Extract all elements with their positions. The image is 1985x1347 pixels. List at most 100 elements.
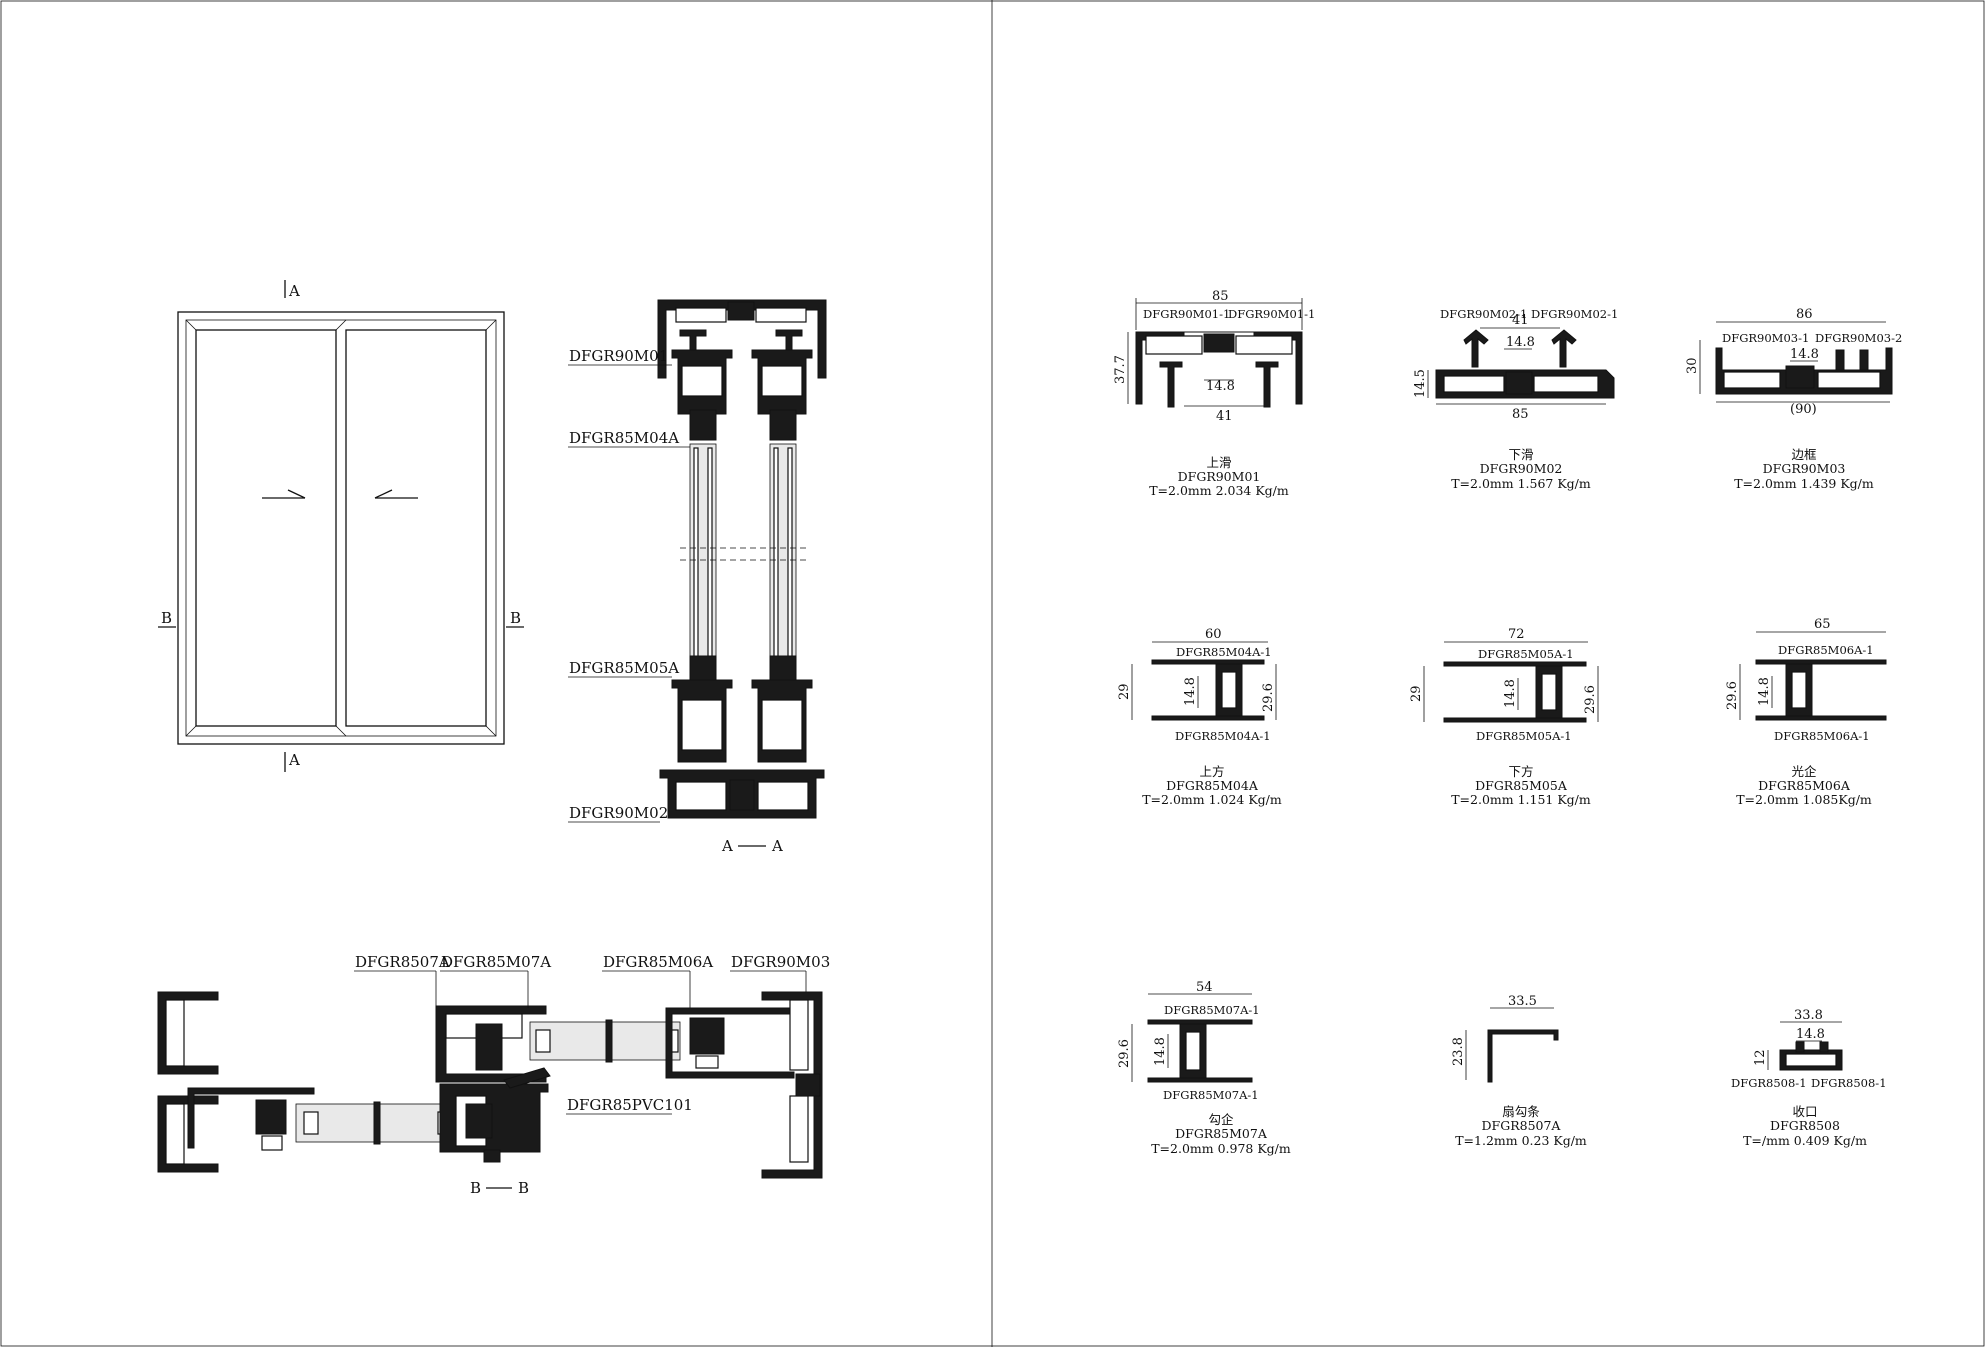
- svg-text:54: 54: [1196, 980, 1213, 995]
- label-dfgr90m01: DFGR90M01: [569, 347, 668, 365]
- window-elevation: A A B B: [158, 280, 524, 772]
- svg-text:勾企: 勾企: [1208, 1112, 1234, 1127]
- svg-text:DFGR8508-1: DFGR8508-1: [1811, 1076, 1887, 1090]
- label-dfgr85m06a: DFGR85M06A: [603, 953, 713, 971]
- svg-text:DFGR85M07A-1: DFGR85M07A-1: [1163, 1088, 1259, 1102]
- svg-text:T=2.0mm 2.034 Kg/m: T=2.0mm 2.034 Kg/m: [1149, 483, 1289, 498]
- svg-text:T=2.0mm 1.439 Kg/m: T=2.0mm 1.439 Kg/m: [1734, 476, 1874, 491]
- svg-text:DFGR85M05A-1: DFGR85M05A-1: [1476, 729, 1572, 743]
- svg-text:下方: 下方: [1508, 764, 1533, 779]
- svg-text:41: 41: [1512, 313, 1529, 328]
- svg-text:DFGR85M05A: DFGR85M05A: [1475, 778, 1568, 793]
- section-mark-b-right: B: [510, 609, 521, 627]
- svg-text:85: 85: [1212, 289, 1229, 304]
- svg-text:DFGR90M01-1: DFGR90M01-1: [1228, 307, 1315, 321]
- label-dfgr90m02: DFGR90M02: [569, 804, 668, 822]
- svg-text:DFGR8508: DFGR8508: [1770, 1118, 1840, 1133]
- svg-text:37.7: 37.7: [1113, 355, 1128, 384]
- svg-text:DFGR85M07A-1: DFGR85M07A-1: [1164, 1003, 1260, 1017]
- label-dfgr8507a: DFGR8507A: [355, 953, 450, 971]
- svg-text:DFGR90M02: DFGR90M02: [1480, 461, 1563, 476]
- svg-text:29: 29: [1117, 683, 1132, 700]
- section-mark-a-bottom: A: [288, 751, 300, 769]
- caption-b1: B: [470, 1179, 481, 1197]
- svg-text:边框: 边框: [1791, 447, 1817, 462]
- svg-text:86: 86: [1796, 307, 1813, 322]
- svg-text:29.6: 29.6: [1583, 685, 1598, 714]
- svg-text:29: 29: [1409, 685, 1424, 702]
- label-dfgr90m03: DFGR90M03: [731, 953, 830, 971]
- svg-text:T=2.0mm 1.151 Kg/m: T=2.0mm 1.151 Kg/m: [1451, 792, 1591, 807]
- svg-text:下滑: 下滑: [1508, 447, 1533, 462]
- label-dfgr85m07a: DFGR85M07A: [441, 953, 551, 971]
- label-dfgr85m04a: DFGR85M04A: [569, 429, 679, 447]
- profile-dfgr90m03: 86 DFGR90M03-1 DFGR90M03-2 14.8 30 (90) …: [1685, 307, 1902, 491]
- svg-text:(90): (90): [1790, 402, 1817, 417]
- svg-text:DFGR85M04A-1: DFGR85M04A-1: [1176, 645, 1272, 659]
- profile-dfgr8508: 33.8 14.8 12 DFGR8508-1 DFGR8508-1 收口 DF…: [1731, 1008, 1887, 1148]
- svg-text:29.6: 29.6: [1261, 683, 1276, 712]
- svg-text:30: 30: [1685, 357, 1700, 374]
- svg-text:41: 41: [1216, 409, 1233, 424]
- svg-text:14.8: 14.8: [1506, 335, 1535, 350]
- svg-text:33.5: 33.5: [1508, 994, 1537, 1009]
- profile-dfgr85m04a: 60 DFGR85M04A-1 29 14.8 29.6 DFGR85M04A-…: [1117, 627, 1282, 807]
- svg-text:14.5: 14.5: [1413, 369, 1428, 398]
- svg-text:DFGR90M03: DFGR90M03: [1763, 461, 1846, 476]
- svg-text:72: 72: [1508, 627, 1525, 642]
- svg-text:14.8: 14.8: [1796, 1027, 1825, 1042]
- svg-text:14.8: 14.8: [1206, 379, 1235, 394]
- svg-text:14.8: 14.8: [1757, 677, 1772, 706]
- svg-text:上滑: 上滑: [1206, 455, 1231, 470]
- svg-text:光企: 光企: [1791, 764, 1817, 779]
- svg-text:33.8: 33.8: [1794, 1008, 1823, 1023]
- profile-dfgr8507a: 33.5 23.8 扇勾条 DFGR8507A T=1.2mm 0.23 Kg/…: [1451, 994, 1587, 1148]
- svg-text:扇勾条: 扇勾条: [1502, 1104, 1540, 1119]
- svg-text:14.8: 14.8: [1790, 347, 1819, 362]
- svg-text:12: 12: [1753, 1049, 1768, 1066]
- svg-text:T=2.0mm 1.024 Kg/m: T=2.0mm 1.024 Kg/m: [1142, 792, 1282, 807]
- svg-text:29.6: 29.6: [1117, 1039, 1132, 1068]
- svg-text:T=2.0mm 1.085Kg/m: T=2.0mm 1.085Kg/m: [1736, 792, 1872, 807]
- caption-a2: A: [771, 837, 783, 855]
- svg-text:DFGR85M05A-1: DFGR85M05A-1: [1478, 647, 1574, 661]
- svg-text:T=2.0mm 1.567 Kg/m: T=2.0mm 1.567 Kg/m: [1451, 476, 1591, 491]
- svg-text:T=1.2mm 0.23 Kg/m: T=1.2mm 0.23 Kg/m: [1455, 1133, 1587, 1148]
- section-mark-b-left: B: [161, 609, 172, 627]
- svg-text:DFGR90M02-1: DFGR90M02-1: [1531, 307, 1618, 321]
- svg-text:85: 85: [1512, 407, 1529, 422]
- svg-text:23.8: 23.8: [1451, 1037, 1466, 1066]
- svg-text:DFGR85M04A: DFGR85M04A: [1166, 778, 1259, 793]
- svg-text:14.8: 14.8: [1503, 679, 1518, 708]
- section-view-bb: DFGR8507A DFGR85M07A DFGR85M06A DFGR90M0…: [157, 953, 830, 1197]
- svg-text:29.6: 29.6: [1725, 681, 1740, 710]
- svg-text:T=/mm 0.409 Kg/m: T=/mm 0.409 Kg/m: [1743, 1133, 1867, 1148]
- profile-dfgr85m07a: 54 DFGR85M07A-1 29.6 14.8 DFGR85M07A-1 勾…: [1117, 980, 1291, 1156]
- svg-text:DFGR8507A: DFGR8507A: [1482, 1118, 1562, 1133]
- svg-text:DFGR85M06A: DFGR85M06A: [1758, 778, 1851, 793]
- svg-text:DFGR90M03-1: DFGR90M03-1: [1722, 331, 1809, 345]
- svg-text:14.8: 14.8: [1183, 677, 1198, 706]
- svg-text:DFGR90M02-1: DFGR90M02-1: [1440, 307, 1527, 321]
- svg-text:上方: 上方: [1199, 764, 1224, 779]
- svg-text:14.8: 14.8: [1153, 1037, 1168, 1066]
- svg-text:DFGR85M06A-1: DFGR85M06A-1: [1774, 729, 1870, 743]
- svg-text:65: 65: [1814, 617, 1831, 632]
- caption-b2: B: [518, 1179, 529, 1197]
- svg-text:T=2.0mm 0.978 Kg/m: T=2.0mm 0.978 Kg/m: [1151, 1141, 1291, 1156]
- svg-text:DFGR8508-1: DFGR8508-1: [1731, 1076, 1807, 1090]
- svg-text:60: 60: [1205, 627, 1222, 642]
- svg-text:DFGR90M03-2: DFGR90M03-2: [1815, 331, 1902, 345]
- svg-text:DFGR85M04A-1: DFGR85M04A-1: [1175, 729, 1271, 743]
- profile-dfgr90m02: DFGR90M02-1 DFGR90M02-1 41 14.8 14.5 85 …: [1413, 307, 1618, 491]
- profile-dfgr85m06a: 65 DFGR85M06A-1 29.6 14.8 DFGR85M06A-1 光…: [1725, 617, 1887, 807]
- svg-text:DFGR85M06A-1: DFGR85M06A-1: [1778, 643, 1874, 657]
- svg-text:DFGR90M01: DFGR90M01: [1178, 469, 1261, 484]
- label-dfgr85m05a: DFGR85M05A: [569, 659, 679, 677]
- section-view-aa: DFGR90M01 DFGR85M04A DFGR85M05A DFGR90M0…: [568, 299, 827, 855]
- profile-dfgr90m01: 85 37.7 14.8 41 DFGR90M01-1 DFGR90M01-1 …: [1113, 289, 1315, 498]
- svg-text:收口: 收口: [1792, 1104, 1817, 1119]
- profile-dfgr85m05a: 72 DFGR85M05A-1 29 14.8 29.6 DFGR85M05A-…: [1409, 627, 1599, 807]
